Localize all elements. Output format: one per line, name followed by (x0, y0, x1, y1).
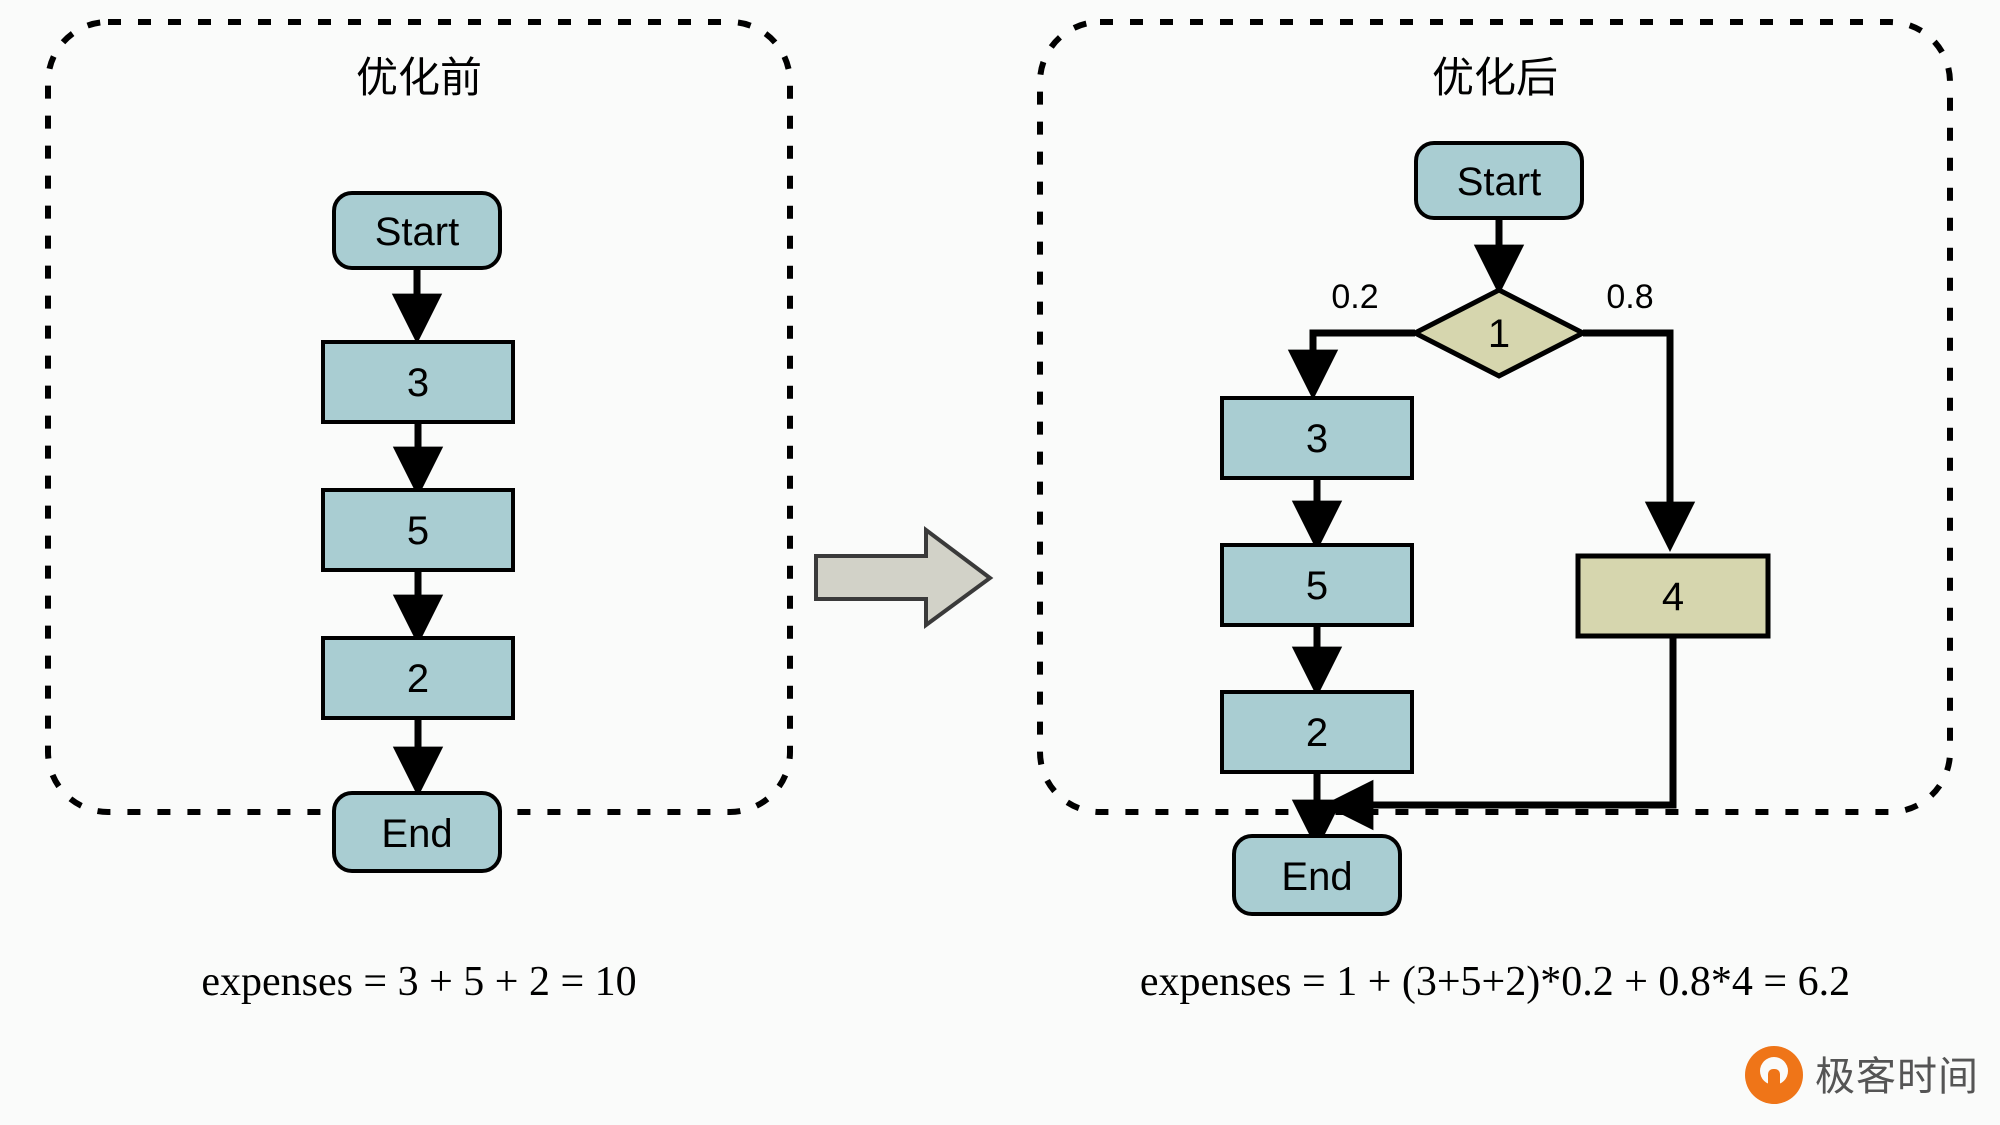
transition-arrow-icon (814, 526, 994, 629)
right-node-3-label: 3 (1306, 417, 1328, 461)
right-edge-label-0-2: 0.2 (1331, 278, 1378, 316)
right-node-start-label: Start (1457, 160, 1541, 204)
left-node-5-label: 5 (407, 509, 429, 553)
geekbang-circle-logo-icon (1745, 1046, 1803, 1104)
right-node-end: End (1232, 834, 1402, 916)
right-edge-decision-to-3 (1287, 329, 1415, 401)
left-panel-formula: expenses = 3 + 5 + 2 = 10 (201, 959, 636, 1005)
right-node-2-shape (1220, 690, 1414, 774)
left-node-end-label: End (381, 812, 452, 856)
right-node-decision: 1 (1409, 287, 1589, 379)
right-node-5-label: 5 (1306, 564, 1328, 608)
right-panel-title: 优化后 (1432, 53, 1558, 102)
right-node-4: 4 (1575, 553, 1771, 639)
right-edge-decision-to-4 (1583, 329, 1696, 553)
right-node-2-label: 2 (1306, 711, 1328, 755)
watermark: 极客时间 (1745, 1046, 1979, 1104)
watermark-label: 极客时间 (1815, 1054, 1979, 1100)
right-node-5: 5 (1220, 543, 1414, 627)
right-edge-4-to-end (1322, 636, 1677, 831)
right-node-4-label: 4 (1662, 575, 1684, 619)
left-node-start-label: Start (375, 210, 459, 254)
left-node-2-shape (321, 636, 515, 720)
left-panel: 优化前 Start 3 5 2 (45, 19, 793, 1005)
right-node-2: 2 (1220, 690, 1414, 774)
right-node-end-shape (1232, 834, 1402, 916)
left-node-2-label: 2 (407, 657, 429, 701)
left-node-3: 3 (321, 340, 515, 424)
right-panel-formula: expenses = 1 + (3+5+2)*0.2 + 0.8*4 = 6.2 (1140, 959, 1850, 1005)
right-edge-label-0-8: 0.8 (1606, 278, 1653, 316)
right-node-3: 3 (1220, 396, 1414, 480)
right-node-decision-label: 1 (1488, 312, 1510, 356)
left-node-end-shape (332, 791, 502, 873)
right-block-arrow-shape (814, 526, 994, 629)
right-panel-border (1037, 19, 1953, 815)
logo-stem (1768, 1069, 1780, 1104)
right-node-3-shape (1220, 396, 1414, 480)
left-node-5-shape (321, 488, 515, 572)
right-panel: 优化后 Start 1 0.2 0.8 3 (1037, 19, 1953, 1005)
right-node-5-shape (1220, 543, 1414, 627)
left-node-5: 5 (321, 488, 515, 572)
left-node-end: End (332, 791, 502, 873)
left-node-2: 2 (321, 636, 515, 720)
right-node-decision-shape (1409, 287, 1589, 379)
right-node-start: Start (1414, 141, 1584, 220)
left-panel-border (45, 19, 793, 815)
right-node-4-shape (1575, 553, 1771, 639)
left-panel-title: 优化前 (356, 53, 482, 102)
left-node-3-label: 3 (407, 361, 429, 405)
right-node-end-label: End (1281, 855, 1352, 899)
left-node-start: Start (332, 191, 502, 270)
